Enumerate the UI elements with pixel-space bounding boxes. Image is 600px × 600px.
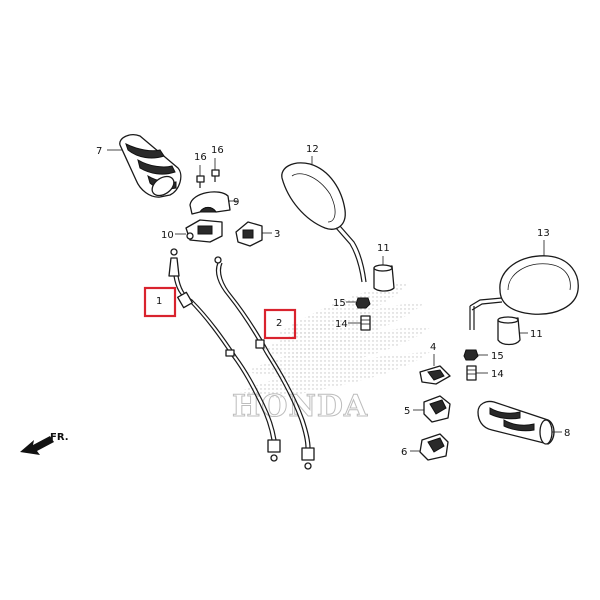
left-mirror [281,162,367,283]
callout-15-right: 15 [491,351,504,362]
callout-14-right: 14 [491,369,504,380]
callout-1: 1 [156,296,162,307]
callout-6: 6 [401,447,407,458]
screw-16-left [196,175,205,188]
callout-4: 4 [430,342,436,353]
nut-15-left [355,297,371,309]
right-grip [477,400,555,445]
callout-8: 8 [564,428,570,439]
callout-11-left: 11 [377,243,390,254]
switch-cover-4 [419,365,451,385]
highlight-box-2 [263,308,297,340]
callout-3: 3 [274,229,280,240]
screw-16-right [211,169,220,182]
callout-15-left: 15 [333,298,346,309]
switch-housing-lower [185,219,223,243]
adapter-14-right [466,365,477,381]
left-grip [119,134,182,198]
callout-10: 10 [161,230,174,241]
switch-housing-upper [189,191,231,215]
callout-9: 9 [233,197,239,208]
switch-housing-6 [419,433,449,461]
switch-housing-5 [423,395,451,423]
wing-logo-watermark [238,282,432,398]
cable-1 [168,248,281,462]
callout-11-right: 11 [530,329,543,340]
cable-2 [214,256,315,470]
callout-13: 13 [537,228,550,239]
callout-2: 2 [276,318,282,329]
callout-12: 12 [306,144,319,155]
adapter-14-left [360,315,371,331]
callout-14-left: 14 [335,319,348,330]
mirror-boot-right [497,316,521,346]
highlight-box-1 [143,286,177,318]
right-mirror [469,255,579,330]
nut-15-right [463,349,479,361]
callout-5: 5 [404,406,410,417]
callout-16-right: 16 [211,145,224,156]
lever-bracket [235,221,263,247]
mirror-boot-left [373,264,395,292]
callout-7: 7 [96,146,102,157]
direction-label: FR. [50,432,69,443]
callout-16-left: 16 [194,152,207,163]
forward-direction-arrow: FR. [20,432,69,455]
